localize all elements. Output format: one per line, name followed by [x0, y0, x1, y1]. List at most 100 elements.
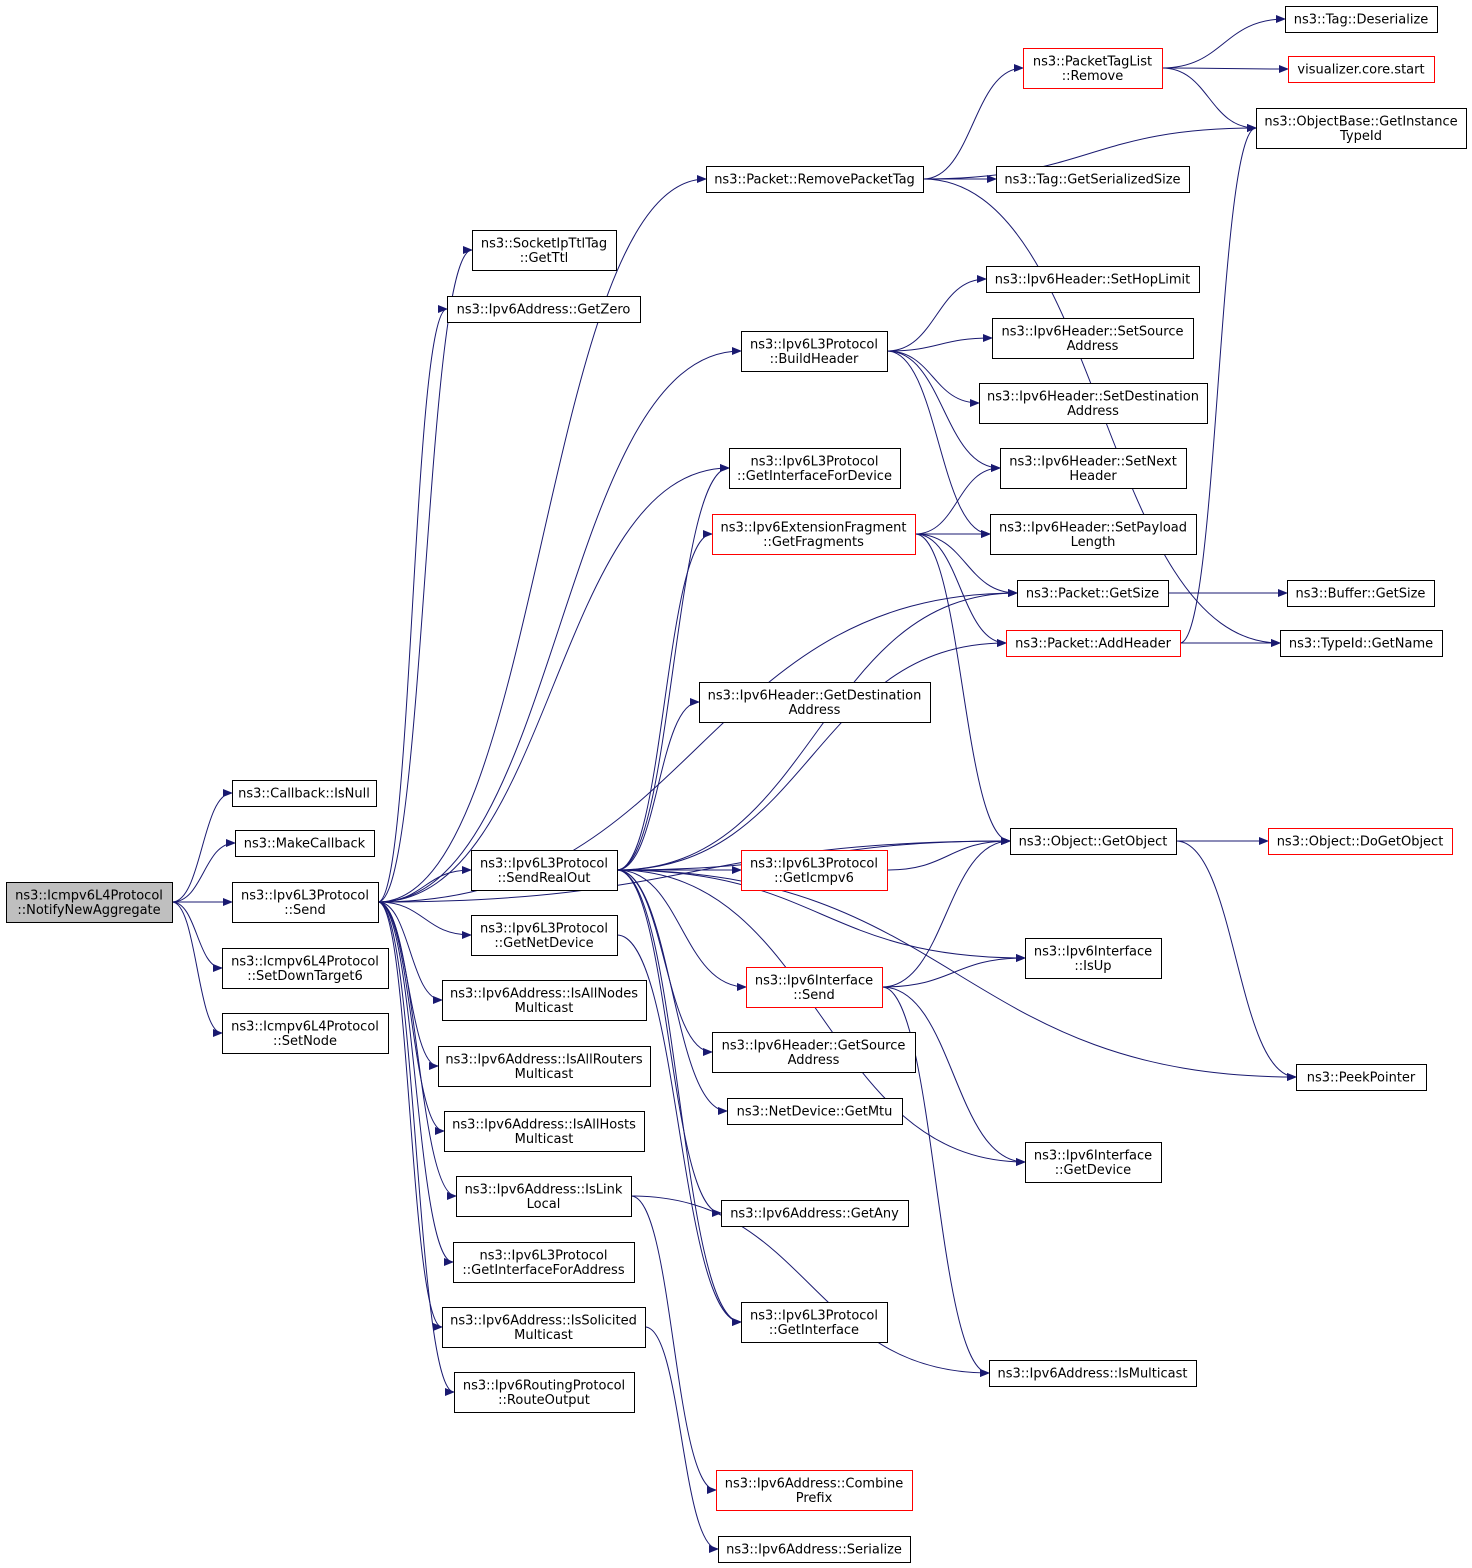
- node-label: ns3::Ipv6Address::Combine: [725, 1476, 903, 1491]
- node-label: ns3::Packet::AddHeader: [1015, 637, 1171, 652]
- node-box: [472, 230, 617, 271]
- graph-node-getnetdev[interactable]: ns3::Ipv6L3Protocol::GetNetDevice: [471, 915, 618, 956]
- node-label: Local: [527, 1197, 561, 1212]
- graph-node-getmtu[interactable]: ns3::NetDevice::GetMtu: [727, 1098, 903, 1125]
- call-edge-removepkt-to-objbasegetid: [922, 124, 1257, 180]
- call-edge-sendrealout-to-getsrc: [616, 869, 713, 1056]
- graph-node-ifgetdev[interactable]: ns3::Ipv6Interface::GetDevice: [1025, 1142, 1162, 1183]
- call-edge-sendrealout-to-ifgetdev: [616, 869, 1026, 1166]
- graph-node-geticmp[interactable]: ns3::Ipv6L3Protocol::GetIcmpv6: [741, 850, 888, 891]
- graph-node-pktgetsize[interactable]: ns3::Packet::GetSize: [1017, 580, 1169, 607]
- graph-node-dogetobject[interactable]: ns3::Object::DoGetObject: [1268, 828, 1453, 855]
- graph-node-vizstart[interactable]: visualizer.core.start: [1288, 56, 1435, 83]
- graph-node-removepkt[interactable]: ns3::Packet::RemovePacketTag: [706, 166, 924, 193]
- node-box: [706, 166, 924, 193]
- node-box: [989, 1360, 1197, 1387]
- node-label: ns3::Ipv6Interface: [1034, 944, 1152, 959]
- graph-node-getttl[interactable]: ns3::SocketIpTtlTag::GetTtl: [472, 230, 617, 271]
- graph-node-typeidname[interactable]: ns3::TypeId::GetName: [1280, 630, 1443, 657]
- graph-node-send[interactable]: ns3::Ipv6L3Protocol::Send: [232, 882, 379, 923]
- node-label: ::NotifyNewAggregate: [17, 903, 160, 918]
- node-label: visualizer.core.start: [1297, 63, 1424, 78]
- graph-node-setdown[interactable]: ns3::Icmpv6L4Protocol::SetDownTarget6: [222, 948, 389, 989]
- graph-node-getzero[interactable]: ns3::Ipv6Address::GetZero: [447, 296, 641, 323]
- graph-node-serialize[interactable]: ns3::Ipv6Address::Serialize: [718, 1536, 911, 1563]
- node-label: ::Send: [284, 903, 326, 918]
- node-label: ns3::Ipv6L3Protocol: [750, 856, 878, 871]
- node-label: Multicast: [514, 1328, 573, 1343]
- graph-node-peekptr[interactable]: ns3::PeekPointer: [1296, 1064, 1427, 1091]
- node-box: [716, 1470, 913, 1511]
- graph-node-taggetsize[interactable]: ns3::Tag::GetSerializedSize: [996, 166, 1190, 193]
- call-edge-buildheader-to-setnext: [886, 350, 1001, 472]
- graph-node-getif[interactable]: ns3::Ipv6L3Protocol::GetInterface: [741, 1302, 888, 1343]
- graph-node-bufgetsize[interactable]: ns3::Buffer::GetSize: [1287, 580, 1435, 607]
- node-box: [444, 1111, 645, 1152]
- graph-node-getifaddr[interactable]: ns3::Ipv6L3Protocol::GetInterfaceForAddr…: [453, 1242, 635, 1283]
- node-label: ns3::SocketIpTtlTag: [481, 236, 607, 251]
- graph-node-ismcast[interactable]: ns3::Ipv6Address::IsMulticast: [989, 1360, 1197, 1387]
- graph-node-sethop[interactable]: ns3::Ipv6Header::SetHopLimit: [986, 266, 1200, 293]
- graph-node-makecb[interactable]: ns3::MakeCallback: [235, 830, 375, 857]
- node-label: ::GetDevice: [1055, 1163, 1131, 1178]
- call-edge-getobject-to-peekptr: [1175, 840, 1297, 1081]
- graph-node-cbisnull[interactable]: ns3::Callback::IsNull: [232, 780, 377, 807]
- graph-node-ifsend[interactable]: ns3::Ipv6Interface::Send: [746, 967, 883, 1008]
- node-box: [741, 331, 888, 372]
- graph-node-getifdev[interactable]: ns3::Ipv6L3Protocol::GetInterfaceForDevi…: [729, 448, 901, 489]
- call-edge-getfrag-to-getobject: [914, 533, 1011, 845]
- node-label: ns3::Ipv6Address::IsAllNodes: [450, 986, 638, 1001]
- node-label: ns3::Tag::GetSerializedSize: [1004, 173, 1180, 188]
- call-edge-islinklocal-to-combine: [630, 1195, 717, 1494]
- graph-node-addheader[interactable]: ns3::Packet::AddHeader: [1006, 630, 1181, 657]
- graph-node-routeoutput[interactable]: ns3::Ipv6RoutingProtocol::RouteOutput: [454, 1372, 635, 1413]
- node-label: ns3::Ipv6Address::IsAllHosts: [452, 1117, 636, 1132]
- call-edge-ifsend-to-getobject: [881, 837, 1011, 988]
- node-box: [1256, 108, 1467, 149]
- node-label: ns3::Object::DoGetObject: [1277, 835, 1444, 850]
- node-box: [1288, 56, 1435, 83]
- call-edge-taglistremove-to-tagdeser: [1161, 15, 1286, 69]
- call-edge-getfrag-to-pktgetsize: [914, 533, 1018, 597]
- node-label: ns3::Buffer::GetSize: [1296, 587, 1426, 602]
- node-box: [712, 1032, 916, 1073]
- node-box: [727, 1098, 903, 1125]
- graph-node-setnode[interactable]: ns3::Icmpv6L4Protocol::SetNode: [222, 1013, 389, 1054]
- node-label: ns3::Ipv6Address::IsSolicited: [450, 1313, 637, 1328]
- node-label: ::BuildHeader: [770, 352, 859, 367]
- graph-node-isup[interactable]: ns3::Ipv6Interface::IsUp: [1025, 938, 1162, 979]
- node-label: ns3::Ipv6L3Protocol: [480, 921, 608, 936]
- call-edge-send-to-getttl: [377, 246, 473, 903]
- graph-node-buildheader[interactable]: ns3::Ipv6L3Protocol::BuildHeader: [741, 331, 888, 372]
- call-edge-buildheader-to-setsrc: [886, 334, 993, 352]
- graph-node-getfrag[interactable]: ns3::Ipv6ExtensionFragment::GetFragments: [712, 514, 916, 555]
- call-edge-send-to-getzero: [377, 305, 448, 903]
- node-label: ::SendRealOut: [497, 871, 590, 886]
- graph-node-taglistremove[interactable]: ns3::PacketTagList::Remove: [1023, 48, 1163, 89]
- node-label: Address: [789, 703, 841, 718]
- call-edge-send-to-sendrealout: [377, 866, 472, 903]
- graph-node-getobject[interactable]: ns3::Object::GetObject: [1010, 828, 1177, 855]
- node-label: ns3::Ipv6Header::SetDestination: [987, 389, 1199, 404]
- graph-node-getany[interactable]: ns3::Ipv6Address::GetAny: [721, 1200, 909, 1227]
- call-edge-buildheader-to-setdst: [886, 350, 980, 407]
- node-box: [232, 882, 379, 923]
- node-label: ns3::Ipv6Interface: [1034, 1148, 1152, 1163]
- node-box: [1017, 580, 1169, 607]
- graph-node-sendrealout[interactable]: ns3::Ipv6L3Protocol::SendRealOut: [471, 850, 618, 891]
- graph-node-tagdeser[interactable]: ns3::Tag::Deserialize: [1285, 6, 1438, 33]
- node-label: ns3::Ipv6Header::GetSource: [722, 1038, 906, 1053]
